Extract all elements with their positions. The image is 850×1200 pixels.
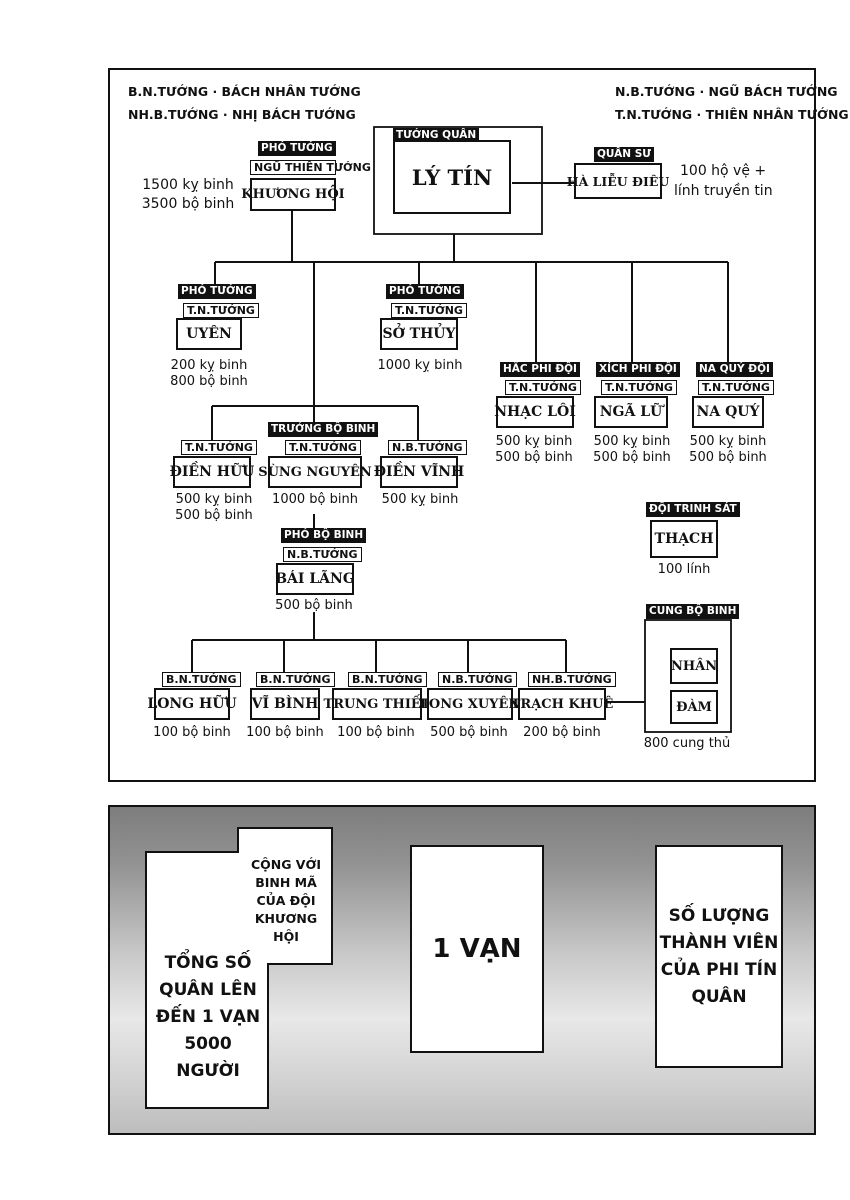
summary-right-panel: SỐ LƯỢNG THÀNH VIÊN CỦA PHI TÍN QUÂN [655, 845, 783, 1068]
advisor-tag: QUÂN SƯ [594, 147, 655, 162]
small-line-5: HỘI [273, 929, 299, 944]
longhuu-rank: B.N.TƯỚNG [162, 672, 241, 687]
archers-tag: CUNG BỘ BINH [646, 604, 740, 619]
trungthiet-note-1: 100 bộ binh [337, 725, 415, 740]
dienhuu-rank: T.N.TƯỚNG [181, 440, 257, 455]
dienvinh-note-1: 500 kỵ binh [381, 492, 459, 507]
vibinh-note-1: 100 bộ binh [246, 725, 324, 740]
general-tag: TƯỚNG QUÂN [393, 128, 480, 143]
summary-center-panel: 1 VẠN [410, 845, 544, 1053]
naquy-note-1: 500 kỵ binh [689, 434, 767, 449]
summary-big-text: TỔNG SỐ QUÂN LÊN ĐẾN 1 VẠN 5000 NGƯỜI [150, 950, 266, 1085]
legend-tn: T.N.TƯỚNG · THIÊN NHÂN TƯỚNG [615, 107, 849, 122]
legend-nb: N.B.TƯỚNG · NGŨ BÁCH TƯỚNG [615, 84, 838, 99]
naquy-tag: NA QUÝ ĐỘI [696, 362, 773, 377]
longhuu-note-1: 100 bộ binh [153, 725, 231, 740]
sungnguyen-tag: TRƯỞNG BỘ BINH [268, 422, 379, 437]
big-line-3: ĐẾN 1 VẠN [155, 1007, 261, 1027]
vibinh-name: VĨ BÌNH [250, 688, 320, 720]
sungnguyen-note-1: 1000 bộ binh [272, 492, 358, 507]
right-line-2: THÀNH VIÊN [659, 932, 779, 953]
sungnguyen-rank: T.N.TƯỚNG [285, 440, 361, 455]
general-name: LÝ TÍN [393, 140, 511, 214]
sungnguyen-name: SÙNG NGUYÊN [258, 456, 372, 488]
ngalu-note-1: 500 kỵ binh [593, 434, 671, 449]
archers-name-1: NHÂN [670, 648, 718, 684]
legend-bn: B.N.TƯỚNG · BÁCH NHÂN TƯỚNG [128, 84, 361, 99]
small-line-1: CỘNG VỚI [250, 857, 322, 872]
org-chart-panel [108, 68, 816, 782]
naquy-rank: T.N.TƯỚNG [698, 380, 774, 395]
big-line-2: QUÂN LÊN [159, 980, 257, 1000]
vibinh-rank: B.N.TƯỚNG [256, 672, 335, 687]
dienhuu-note-2: 500 bộ binh [175, 508, 253, 523]
nhacloi-note-1: 500 kỵ binh [495, 434, 573, 449]
ngalu-name: NGÃ LỮ [594, 396, 668, 428]
right-line-3: CỦA PHI TÍN [660, 959, 778, 980]
dienvinh-rank: N.B.TƯỚNG [388, 440, 467, 455]
naquy-name: NA QUÝ [692, 396, 764, 428]
khuong-note-1: 1500 kỵ binh [142, 177, 234, 193]
archers-note-1: 800 cung thủ [643, 736, 731, 751]
uyen-tag: PHÓ TƯỚNG [178, 284, 256, 299]
bailang-tag: PHÓ BỘ BINH [281, 528, 367, 543]
trachkhue-rank: NH.B.TƯỚNG [528, 672, 616, 687]
sothuy-rank: T.N.TƯỚNG [391, 303, 467, 318]
longhuu-name: LONG HỮU [147, 688, 237, 720]
khuong-tag: PHÓ TƯỚNG [258, 141, 336, 156]
center-text: 1 VẠN [432, 934, 522, 964]
naquy-note-2: 500 bộ binh [689, 450, 767, 465]
advisor-name: HÀ LIỄU ĐIÊU [567, 163, 669, 199]
longxuyen-name: LONG XUYÊN [420, 688, 520, 720]
ngalu-rank: T.N.TƯỚNG [601, 380, 677, 395]
uyen-rank: T.N.TƯỚNG [183, 303, 259, 318]
dienvinh-name: ĐIỀN VĨNH [374, 456, 464, 488]
khuong-note-2: 3500 bộ binh [141, 196, 235, 212]
advisor-note-2: lính truyền tin [674, 183, 773, 199]
small-line-3: CỦA ĐỘI [256, 893, 316, 908]
advisor-note-1: 100 hộ vệ + [680, 163, 767, 179]
archers-name-2: ĐÀM [670, 690, 718, 724]
summary-small-text: CỘNG VỚI BINH MÃ CỦA ĐỘI KHƯƠNG HỘI [246, 856, 326, 946]
bailang-name: BÁI LÃNG [275, 563, 355, 595]
dienhuu-note-1: 500 kỵ binh [175, 492, 253, 507]
trachkhue-note-1: 200 bộ binh [523, 725, 601, 740]
bailang-rank: N.B.TƯỚNG [283, 547, 362, 562]
longxuyen-note-1: 500 bộ binh [430, 725, 508, 740]
khuong-name: KHƯƠNG HỘI [241, 178, 345, 211]
small-line-4: KHƯƠNG [254, 911, 318, 926]
bailang-note-1: 500 bộ binh [275, 598, 353, 613]
sothuy-name: SỞ THỦY [380, 318, 458, 350]
small-line-2: BINH MÃ [255, 875, 317, 890]
nhacloi-note-2: 500 bộ binh [495, 450, 573, 465]
uyen-note-1: 200 kỵ binh [170, 358, 248, 373]
ngalu-note-2: 500 bộ binh [593, 450, 671, 465]
thach-note-1: 100 lính [657, 562, 711, 577]
uyen-name: UYÊN [176, 318, 242, 350]
right-line-1: SỐ LƯỢNG [668, 905, 770, 926]
trungthiet-name: TRUNG THIẾT [324, 688, 430, 720]
nhacloi-name: NHẠC LÔI [494, 396, 576, 428]
dienhuu-name: ĐIỀN HỮU [170, 456, 254, 488]
big-line-1: TỔNG SỐ [164, 953, 252, 973]
right-line-4: QUÂN [691, 986, 747, 1007]
nhacloi-tag: HẮC PHI ĐỘI [500, 362, 580, 377]
big-line-5: NGƯỜI [176, 1061, 240, 1081]
thach-tag: ĐỘI TRINH SÁT [646, 502, 740, 517]
ngalu-tag: XÍCH PHI ĐỘI [596, 362, 680, 377]
uyen-note-2: 800 bộ binh [170, 374, 248, 389]
trungthiet-rank: B.N.TƯỚNG [348, 672, 427, 687]
thach-name: THẠCH [650, 520, 718, 558]
sothuy-note-1: 1000 kỵ binh [377, 358, 463, 373]
longxuyen-rank: N.B.TƯỚNG [438, 672, 517, 687]
sothuy-tag: PHÓ TƯỚNG [386, 284, 464, 299]
trachkhue-name: TRẠCH KHUÊ [511, 688, 613, 720]
big-line-4: 5000 [184, 1034, 232, 1054]
legend-nhb: NH.B.TƯỚNG · NHỊ BÁCH TƯỚNG [128, 107, 356, 122]
nhacloi-rank: T.N.TƯỚNG [505, 380, 581, 395]
